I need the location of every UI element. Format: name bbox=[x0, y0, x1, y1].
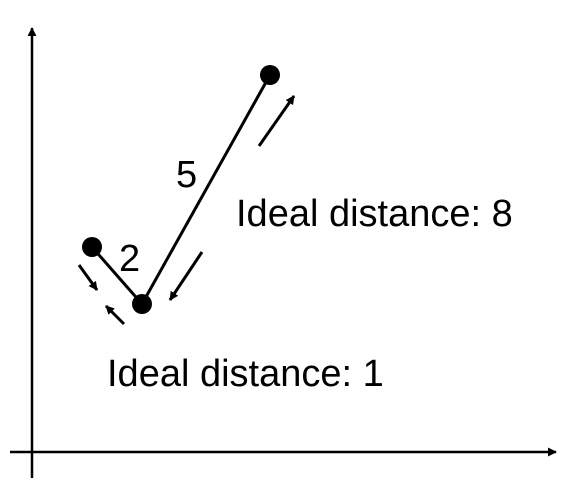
long-edge-length: 5 bbox=[176, 154, 197, 196]
short-edge bbox=[90, 246, 144, 305]
long-edge-ideal-distance: Ideal distance: 8 bbox=[236, 193, 513, 235]
force-arrow-left-icon bbox=[77, 264, 99, 291]
node-top bbox=[260, 65, 280, 85]
short-edge-ideal-distance: Ideal distance: 1 bbox=[107, 353, 384, 395]
force-arrow-middle-icon bbox=[104, 304, 126, 326]
long-edge bbox=[140, 74, 272, 305]
force-arrow-bottom-icon bbox=[168, 251, 204, 301]
node-middle bbox=[132, 294, 152, 314]
force-arrow-top-icon bbox=[257, 95, 296, 147]
node-left bbox=[82, 237, 102, 257]
short-edge-length: 2 bbox=[119, 238, 140, 280]
